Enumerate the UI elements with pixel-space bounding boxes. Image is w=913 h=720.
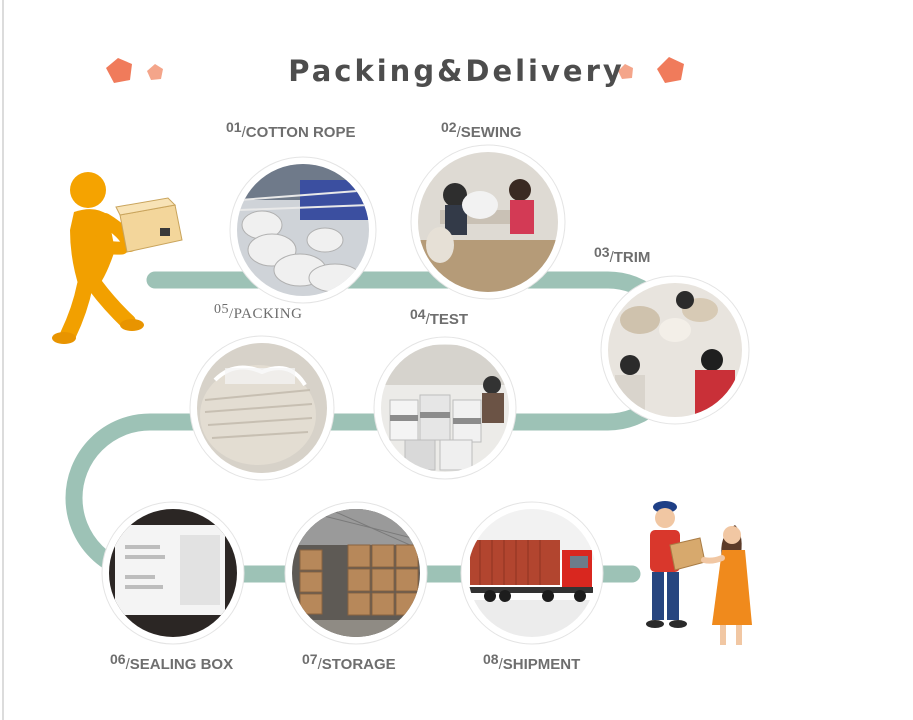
sealing-box-photo bbox=[109, 509, 237, 637]
step-name: SHIPMENT bbox=[502, 656, 581, 673]
step-label-packing: 05/PACKING bbox=[214, 302, 303, 322]
sewing-photo bbox=[418, 152, 558, 292]
decor-pentagon-icon bbox=[618, 64, 633, 79]
step-name: SEALING BOX bbox=[129, 656, 234, 673]
step-label-cotton-rope: 01/COTTON ROPE bbox=[226, 119, 356, 141]
step-label-trim: 03/TRIM bbox=[594, 244, 651, 266]
packing-photo bbox=[197, 343, 327, 473]
step-name: COTTON ROPE bbox=[245, 124, 356, 141]
step-number: 02 bbox=[441, 119, 457, 135]
step-label-test: 04/TEST bbox=[410, 306, 469, 328]
step-number: 07 bbox=[302, 651, 318, 667]
decor-pentagon-icon bbox=[147, 64, 163, 80]
step-name: TEST bbox=[429, 311, 469, 328]
step-label-shipment: 08/SHIPMENT bbox=[483, 651, 581, 673]
step-label-sewing: 02/SEWING bbox=[441, 119, 522, 141]
page-title: Packing&Delivery bbox=[288, 54, 625, 88]
step-name: STORAGE bbox=[321, 656, 396, 673]
step-number: 01 bbox=[226, 119, 242, 135]
step-number: 03 bbox=[594, 244, 610, 260]
step-name: PACKING bbox=[233, 306, 303, 322]
step-label-storage: 07/STORAGE bbox=[302, 651, 396, 673]
decor-pentagon-icon bbox=[106, 58, 132, 83]
decor-pentagon-icon bbox=[657, 57, 684, 83]
step-number: 06 bbox=[110, 651, 126, 667]
step-number: 05 bbox=[214, 302, 229, 317]
delivery-handover-icon bbox=[646, 501, 752, 645]
step-name: SEWING bbox=[460, 124, 522, 141]
step-number: 04 bbox=[410, 306, 426, 322]
step-name: TRIM bbox=[613, 249, 651, 266]
step-label-sealing-box: 06/SEALING BOX bbox=[110, 651, 234, 673]
step-number: 08 bbox=[483, 651, 499, 667]
orange-figure-with-box-icon bbox=[52, 172, 183, 344]
test-photo bbox=[381, 344, 509, 472]
